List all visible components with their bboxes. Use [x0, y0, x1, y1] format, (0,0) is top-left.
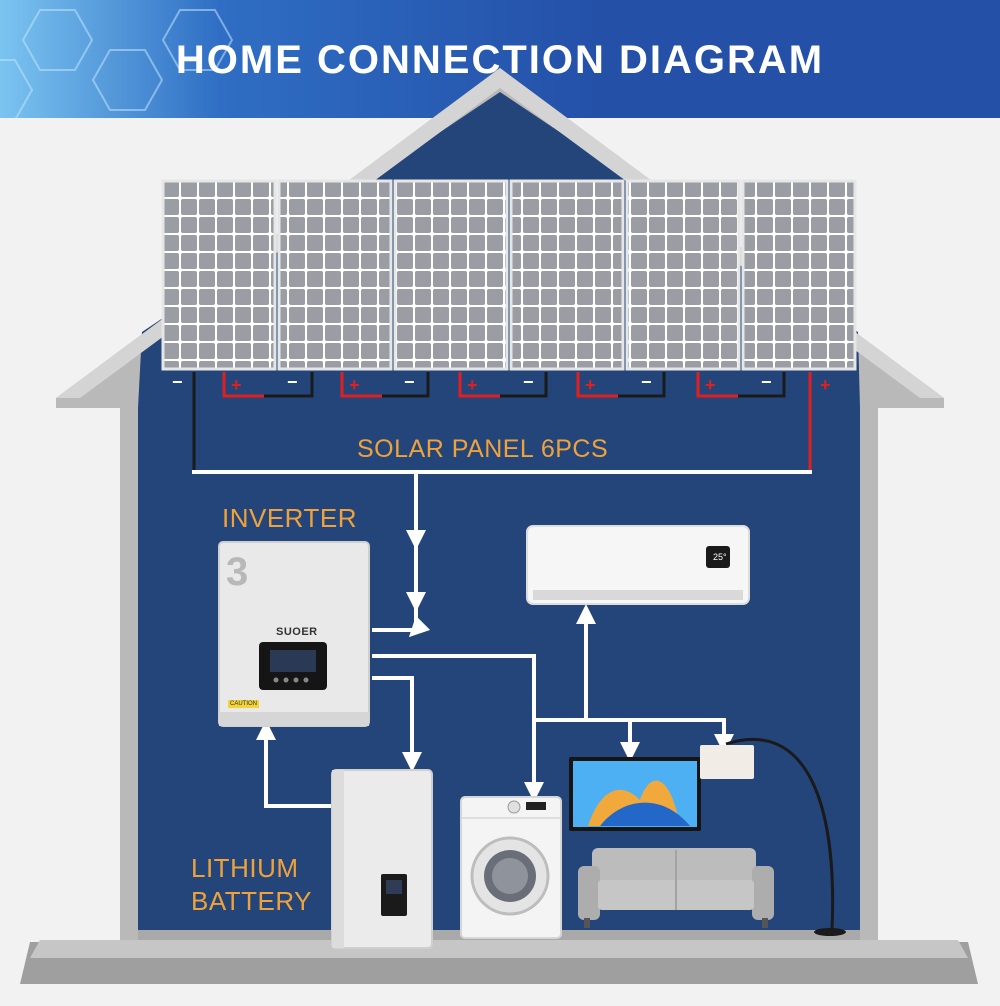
negative-terminal: −: [641, 372, 652, 392]
flow-to-lamp: [630, 718, 734, 754]
panel-wiring: [192, 372, 812, 470]
solar-panel-1: [161, 179, 277, 371]
flow-battery-to-inverter: [256, 720, 332, 808]
washing-machine: [460, 796, 562, 939]
floor-lamp: [700, 737, 846, 936]
inverter-brand: SUOER: [276, 626, 318, 638]
lamp-shade: [700, 745, 754, 779]
solar-panels: [161, 179, 857, 371]
solar-panel-2: [277, 179, 393, 371]
terminal-symbols: − + − + − + − + − + − +: [172, 372, 831, 395]
battery-label: LITHIUM BATTERY: [191, 852, 312, 918]
lithium-battery: [331, 769, 433, 949]
inverter-screen: [270, 650, 316, 672]
ac-display: [706, 546, 730, 568]
inverter-label: INVERTER: [222, 503, 357, 533]
negative-terminal: −: [761, 372, 772, 392]
flow-inverter-to-battery: [372, 676, 422, 772]
inverter-caution-sticker: CAUTION: [228, 700, 259, 708]
negative-terminal: −: [172, 372, 183, 392]
positive-terminal: +: [231, 375, 242, 395]
ac-temperature-display: 25°: [713, 552, 727, 562]
solar-panel-label: SOLAR PANEL 6PCS: [357, 435, 609, 463]
television: [569, 757, 701, 831]
solar-panel-6: [741, 179, 857, 371]
battery-label-line1: LITHIUM: [191, 853, 299, 883]
air-conditioner: [526, 525, 750, 605]
sofa: [578, 848, 774, 928]
solar-panel-4: [509, 179, 625, 371]
positive-terminal: +: [820, 375, 831, 395]
hexagon-pattern: [0, 9, 234, 118]
ground-slab-top: [30, 940, 968, 958]
solar-panel-3: [393, 179, 509, 371]
positive-terminal: +: [349, 375, 360, 395]
positive-terminal: +: [705, 375, 716, 395]
positive-terminal: +: [585, 375, 596, 395]
flow-lines: [192, 470, 812, 808]
solar-panel-5: [625, 179, 741, 371]
negative-terminal: −: [287, 372, 298, 392]
negative-terminal: −: [404, 372, 415, 392]
battery-label-line2: BATTERY: [191, 886, 313, 916]
inverter: [218, 541, 370, 727]
positive-terminal: +: [467, 375, 478, 395]
inverter-model-number: 3: [226, 550, 249, 594]
flow-inverter-to-loads: [372, 654, 544, 802]
negative-terminal: −: [523, 372, 534, 392]
